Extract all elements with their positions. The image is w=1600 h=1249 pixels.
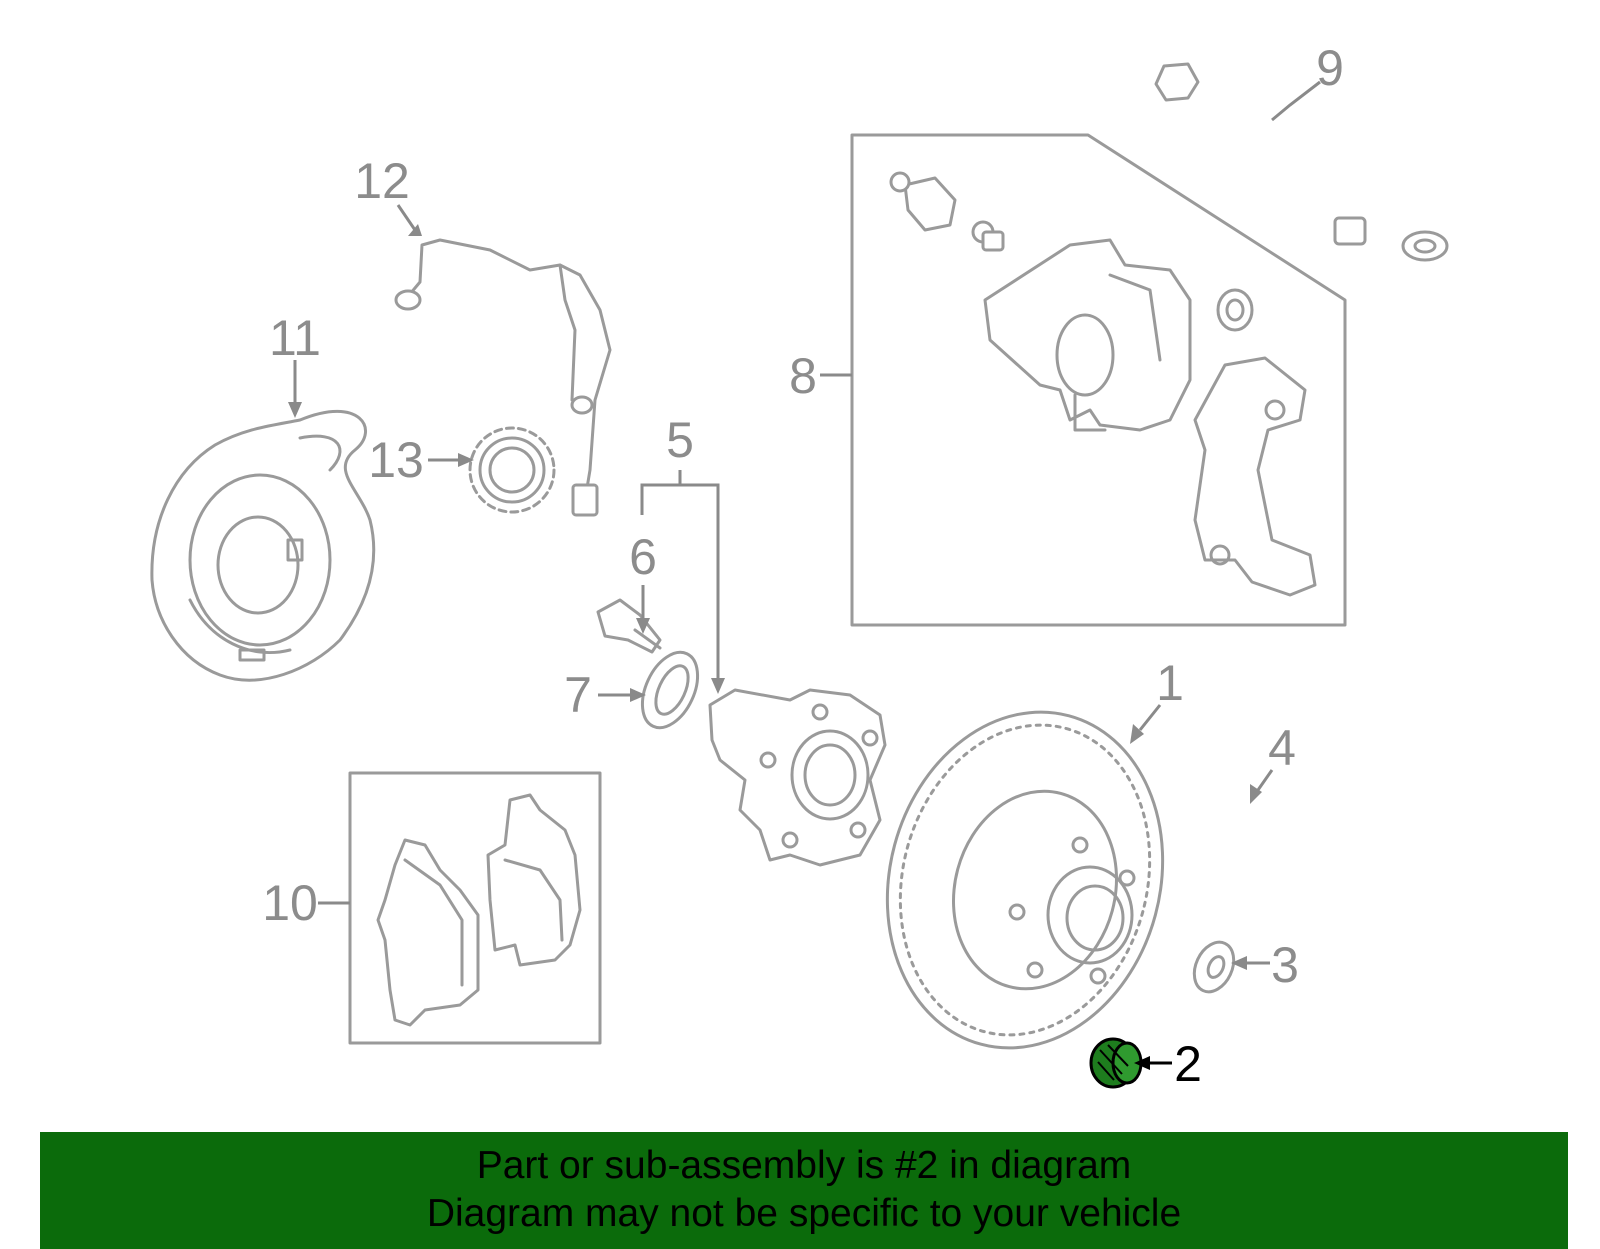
callout-2-highlighted: 2 <box>1174 1036 1202 1092</box>
callout-6: 6 <box>629 529 657 585</box>
part-1-rotor <box>885 710 1165 1050</box>
callout-5: 5 <box>666 412 694 468</box>
callout-13: 13 <box>368 432 424 488</box>
part-5-hub <box>708 688 887 867</box>
part-12-abs-sensor <box>394 238 612 517</box>
part-10-brake-pads-box <box>348 771 602 1045</box>
callout-3: 3 <box>1271 937 1299 993</box>
part-11-backing-plate <box>150 409 376 682</box>
part-6-hub-bolt <box>596 598 662 654</box>
part-3-washer <box>1192 940 1236 994</box>
callout-10: 10 <box>262 875 318 931</box>
callout-11: 11 <box>269 310 321 366</box>
part-8-caliper-assembly-box <box>850 133 1347 627</box>
callout-12: 12 <box>354 153 410 209</box>
part-9-brake-hose <box>1154 62 1449 262</box>
part-13-tone-ring <box>468 426 556 514</box>
leader-lines <box>288 80 1321 1070</box>
callout-7: 7 <box>564 667 592 723</box>
callout-9: 9 <box>1316 40 1344 96</box>
part-4-pin <box>1240 805 1255 890</box>
banner-line-1: Part or sub-assembly is #2 in diagram <box>476 1144 1132 1187</box>
part-7-seal <box>640 650 700 730</box>
callout-8: 8 <box>789 348 817 404</box>
callout-4: 4 <box>1268 720 1296 776</box>
part-2-highlighted-nut <box>1089 1037 1143 1089</box>
info-banner: Part or sub-assembly is #2 in diagram Di… <box>40 1132 1568 1249</box>
banner-line-2: Diagram may not be specific to your vehi… <box>426 1192 1182 1235</box>
callout-1: 1 <box>1156 655 1184 711</box>
